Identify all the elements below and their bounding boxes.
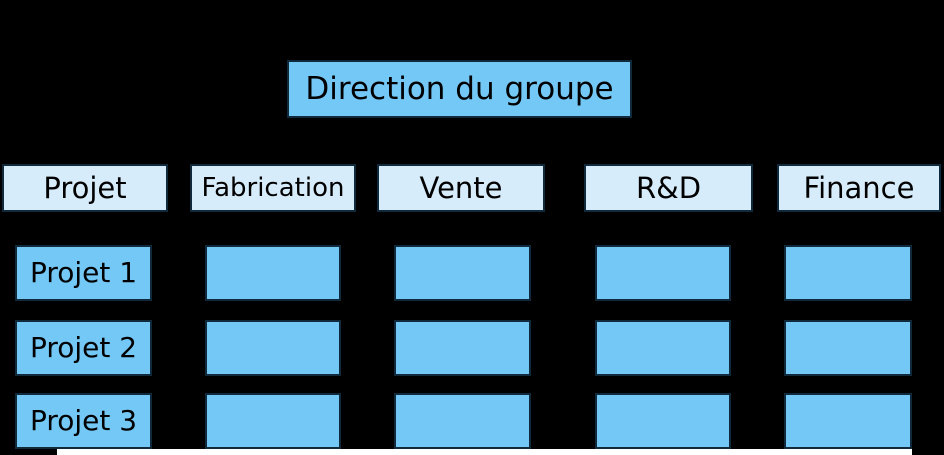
column-header-rd: R&D <box>584 164 753 212</box>
matrix-cell-projet2-rd <box>595 320 731 376</box>
column-header-projet: Projet <box>2 164 168 212</box>
row-label-projet-3-text: Projet 3 <box>29 404 138 437</box>
column-header-finance: Finance <box>777 164 941 212</box>
matrix-cell-projet1-finance <box>784 245 912 301</box>
column-header-finance-label: Finance <box>803 170 915 205</box>
matrix-cell-projet2-vente <box>394 320 531 376</box>
bottom-white-strip <box>57 449 912 455</box>
matrix-cell-projet3-fabrication <box>205 393 341 449</box>
matrix-cell-projet2-finance <box>784 320 912 376</box>
matrix-cell-projet2-fabrication <box>205 320 341 376</box>
direction-du-groupe-box: Direction du groupe <box>287 60 632 118</box>
column-header-fabrication: Fabrication <box>190 164 356 212</box>
matrix-cell-projet3-rd <box>595 393 731 449</box>
row-label-projet-1: Projet 1 <box>15 245 152 301</box>
row-label-projet-2-text: Projet 2 <box>29 331 138 364</box>
direction-du-groupe-label: Direction du groupe <box>305 70 614 107</box>
matrix-cell-projet3-vente <box>394 393 531 449</box>
matrix-cell-projet1-vente <box>394 245 531 301</box>
matrix-cell-projet3-finance <box>784 393 912 449</box>
row-label-projet-1-text: Projet 1 <box>29 256 138 289</box>
column-header-projet-label: Projet <box>43 170 127 205</box>
column-header-fabrication-label: Fabrication <box>201 173 345 203</box>
row-label-projet-3: Projet 3 <box>15 393 152 449</box>
column-header-rd-label: R&D <box>635 170 702 205</box>
matrix-cell-projet1-fabrication <box>205 245 341 301</box>
column-header-vente: Vente <box>377 164 545 212</box>
matrix-cell-projet1-rd <box>595 245 731 301</box>
column-header-vente-label: Vente <box>419 170 503 205</box>
row-label-projet-2: Projet 2 <box>15 320 152 376</box>
